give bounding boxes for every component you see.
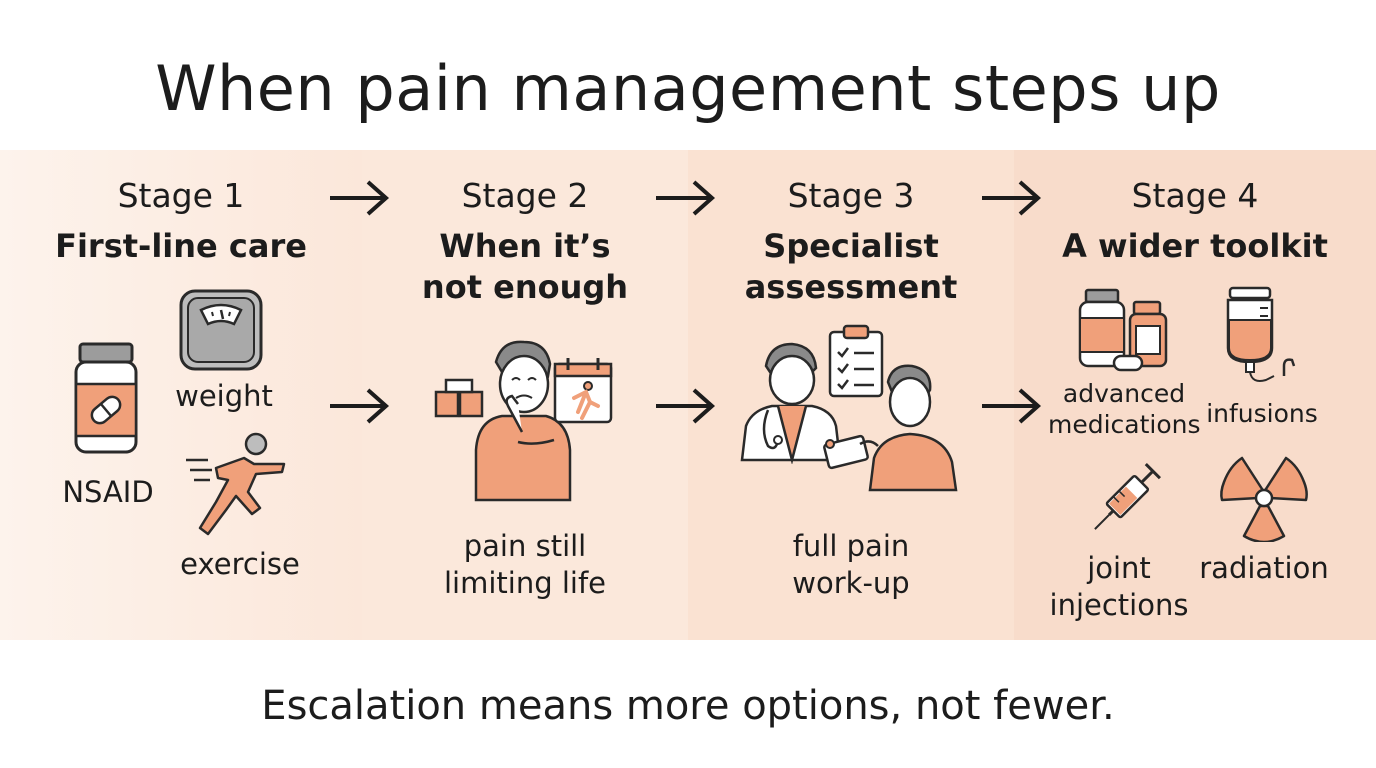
stage-3-panel: Stage 3 Specialist assessment bbox=[688, 150, 1014, 640]
stage-2-caption-line2: limiting life bbox=[443, 566, 607, 600]
stage-4-panel: Stage 4 A wider toolkit advanced medicat… bbox=[1014, 150, 1376, 640]
stage-2-caption-line1: pain still bbox=[463, 529, 587, 563]
stage-2-name-line2: not enough bbox=[421, 268, 629, 306]
arrow-icon bbox=[330, 180, 390, 216]
stage-2-name-line1: When it’s bbox=[439, 227, 611, 265]
nsaid-label: NSAID bbox=[62, 475, 154, 509]
medication-bottles-icon bbox=[1078, 288, 1168, 372]
page-title: When pain management steps up bbox=[155, 52, 1221, 125]
joint-injections-label: joint injections bbox=[1044, 550, 1194, 624]
iv-bag-icon bbox=[1226, 286, 1296, 382]
arrow-icon bbox=[656, 388, 716, 424]
clipboard-icon bbox=[828, 324, 884, 398]
stage-2-number: Stage 2 bbox=[461, 176, 589, 215]
patient-icon bbox=[823, 364, 958, 492]
advanced-medications-label: advanced medications bbox=[1048, 378, 1201, 440]
syringe-icon bbox=[1094, 462, 1162, 530]
arrow-icon bbox=[330, 388, 390, 424]
scale-icon bbox=[179, 289, 263, 371]
stage-2-caption: pain still limiting life bbox=[362, 528, 688, 602]
stage-2-name: When it’s not enough bbox=[362, 226, 688, 308]
arrow-icon bbox=[656, 180, 716, 216]
infusions-label: infusions bbox=[1206, 399, 1318, 428]
calendar-icon bbox=[553, 358, 613, 424]
stage-1-number: Stage 1 bbox=[117, 176, 245, 215]
exercise-label: exercise bbox=[180, 547, 300, 581]
radiation-label: radiation bbox=[1199, 551, 1329, 585]
stage-3-number: Stage 3 bbox=[787, 176, 915, 215]
stage-2-panel: Stage 2 When it’s not enough bbox=[362, 150, 688, 640]
stage-4-name: A wider toolkit bbox=[1062, 227, 1328, 265]
arrow-icon bbox=[982, 388, 1042, 424]
stages-band: Stage 1 First-line care weight NSAID bbox=[0, 150, 1376, 640]
radiation-icon bbox=[1220, 456, 1308, 542]
arrow-icon bbox=[982, 180, 1042, 216]
stage-3-caption-line2: work-up bbox=[792, 566, 910, 600]
advanced-line1: advanced bbox=[1062, 379, 1186, 408]
stage-4-number: Stage 4 bbox=[1131, 176, 1259, 215]
pill-bottle-icon bbox=[74, 342, 138, 454]
stage-1-name: First-line care bbox=[55, 227, 307, 265]
stage-3-caption: full pain work-up bbox=[688, 528, 1014, 602]
boxes-icon bbox=[434, 378, 484, 418]
advanced-line2: medications bbox=[1048, 410, 1201, 439]
stage-3-caption-line1: full pain bbox=[792, 529, 910, 563]
footer-tagline: Escalation means more options, not fewer… bbox=[261, 683, 1115, 729]
stage-3-name: Specialist assessment bbox=[688, 226, 1014, 308]
stage-3-name-line1: Specialist bbox=[763, 227, 939, 265]
worried-person-icon bbox=[474, 340, 572, 502]
doctor-icon bbox=[740, 342, 842, 464]
exercise-icon bbox=[186, 432, 286, 536]
stage-3-name-line2: assessment bbox=[744, 268, 958, 306]
joint-line1: joint bbox=[1087, 551, 1151, 585]
weight-label: weight bbox=[175, 379, 273, 413]
joint-line2: injections bbox=[1049, 588, 1189, 622]
stage-1-panel: Stage 1 First-line care weight NSAID bbox=[0, 150, 362, 640]
